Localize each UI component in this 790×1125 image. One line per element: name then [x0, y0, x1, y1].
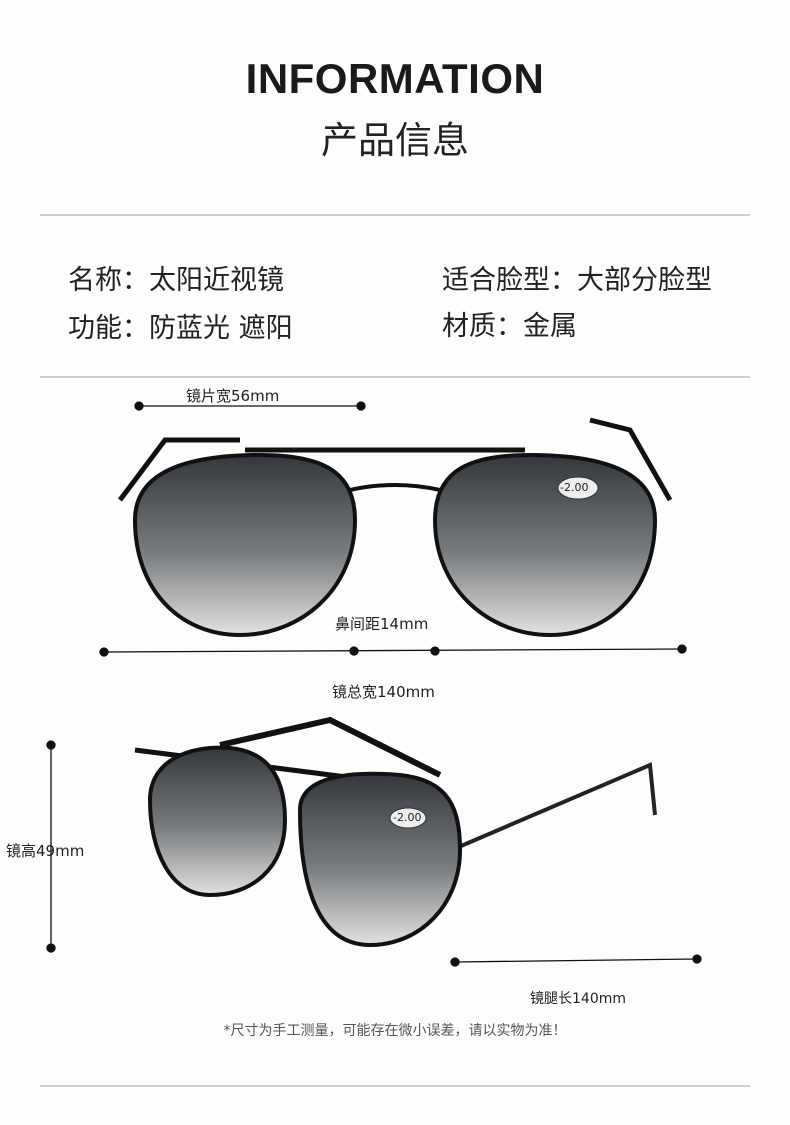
title-chinese: 产品信息: [321, 119, 469, 162]
label-temple-length: 镜腿长140mm: [530, 991, 626, 1007]
title-english: INFORMATION: [245, 55, 545, 102]
info-material: 材质：金属: [442, 311, 577, 342]
label-bridge: 鼻间距14mm: [335, 615, 429, 633]
info-function: 功能：防蓝光 遮阳: [68, 313, 293, 344]
label-total-width: 镜总宽140mm: [332, 683, 435, 701]
divider-top: [40, 214, 750, 216]
divider-bottom: [40, 1085, 750, 1087]
label-lens-height: 镜高49mm: [6, 842, 85, 860]
glasses-side-view: [134, 716, 657, 948]
info-name: 名称：太阳近视镜: [68, 265, 284, 296]
divider-middle: [40, 376, 750, 378]
info-face-shape: 适合脸型：大部分脸型: [442, 265, 712, 296]
lens-mark-side: -2.00: [393, 811, 422, 824]
glasses-front-view: [118, 417, 673, 638]
dimension-lines: [46, 401, 702, 967]
measurement-note: *尺寸为手工测量，可能存在微小误差，请以实物为准！: [223, 1023, 567, 1039]
lens-mark-front: -2.00: [560, 481, 589, 494]
label-lens-width: 镜片宽56mm: [186, 387, 280, 405]
